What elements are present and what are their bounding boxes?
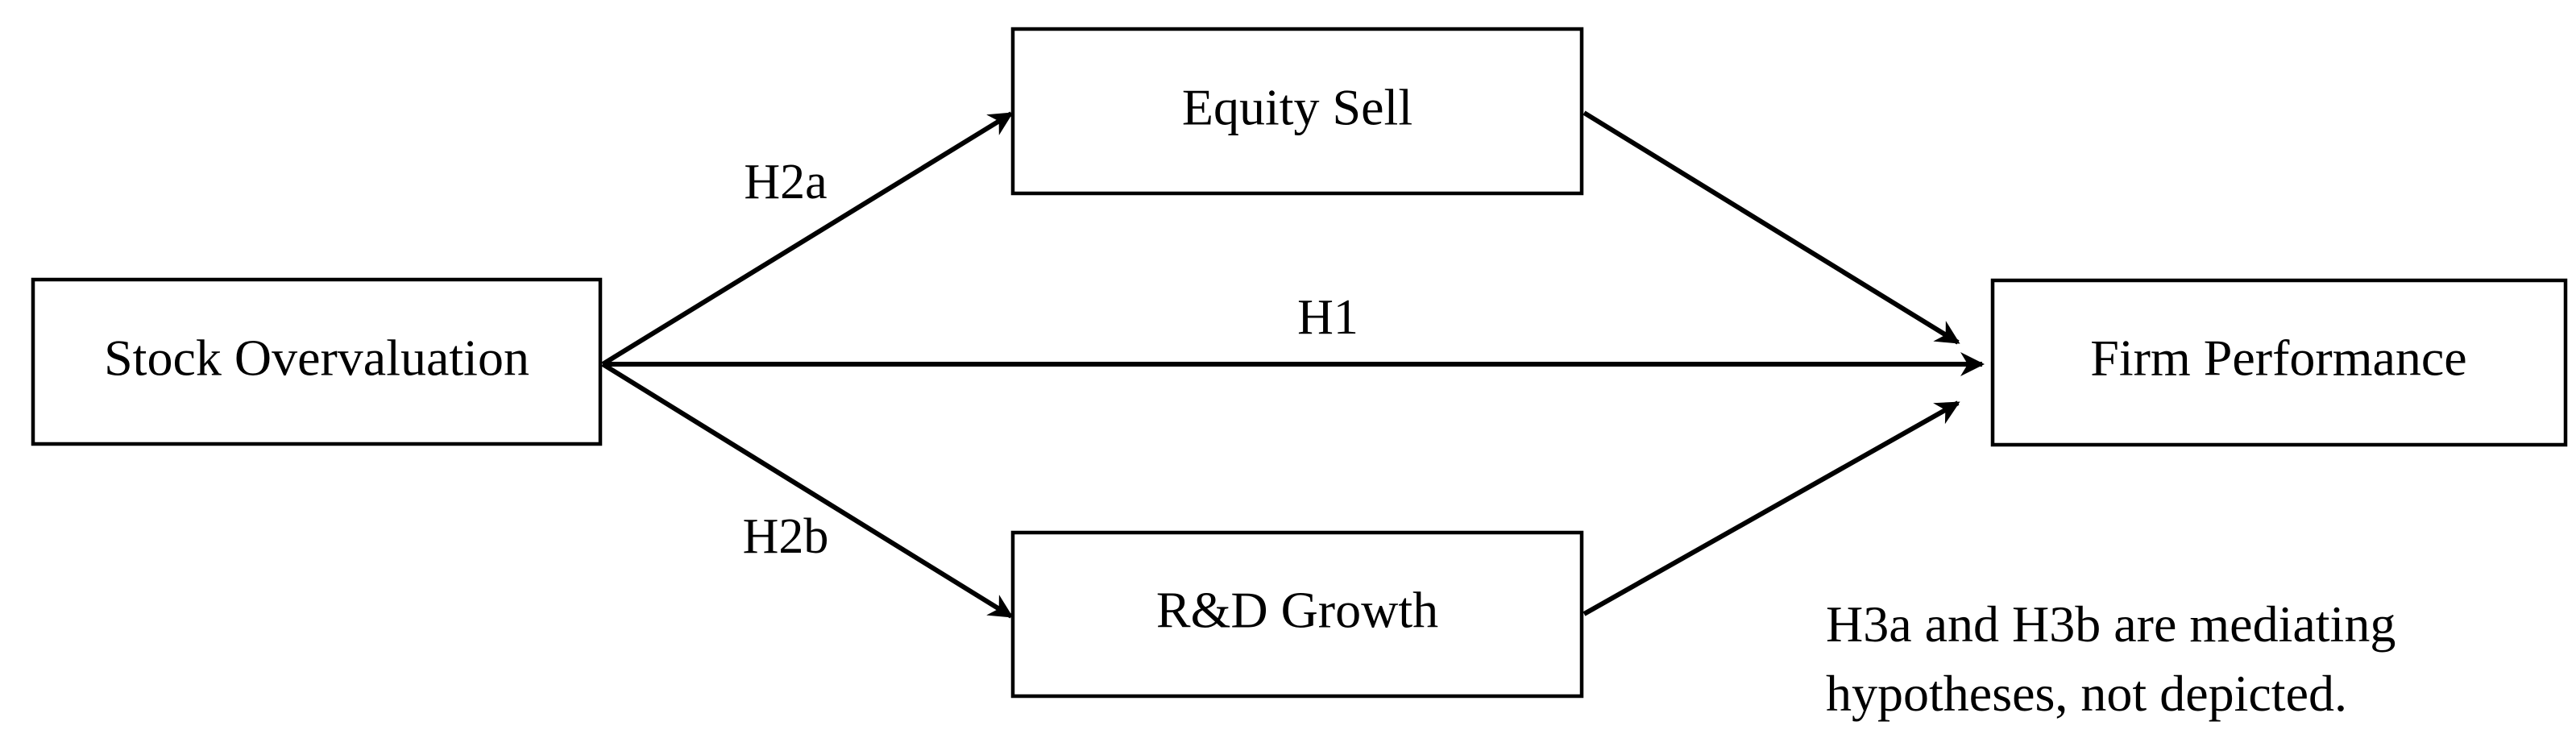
node-rd-growth: R&D Growth <box>1010 530 1584 699</box>
note-line-2: hypotheses, not depicted. <box>1826 665 2347 722</box>
node-stock-overvaluation-label: Stock Overvaluation <box>104 330 529 387</box>
mediating-hypotheses-note: H3a and H3b are mediating hypotheses, no… <box>1826 590 2551 728</box>
node-firm-performance: Firm Performance <box>1990 278 2568 447</box>
edge-rd-to-firm <box>1583 400 1960 616</box>
note-line-1: H3a and H3b are mediating <box>1826 595 2396 653</box>
node-rd-growth-label: R&D Growth <box>1156 582 1438 639</box>
node-equity-sell: Equity Sell <box>1010 27 1584 196</box>
node-equity-sell-label: Equity Sell <box>1182 79 1412 136</box>
edge-equity-to-firm <box>1583 110 1960 345</box>
node-stock-overvaluation: Stock Overvaluation <box>31 277 603 446</box>
edge-label-h1: H1 <box>1297 290 1359 345</box>
edge-stock-to-rd <box>601 362 1014 619</box>
node-firm-performance-label: Firm Performance <box>2090 330 2466 387</box>
edge-stock-to-equity <box>601 111 1014 367</box>
edge-label-h2a: H2a <box>744 155 827 209</box>
edge-label-h2b: H2b <box>743 509 829 564</box>
